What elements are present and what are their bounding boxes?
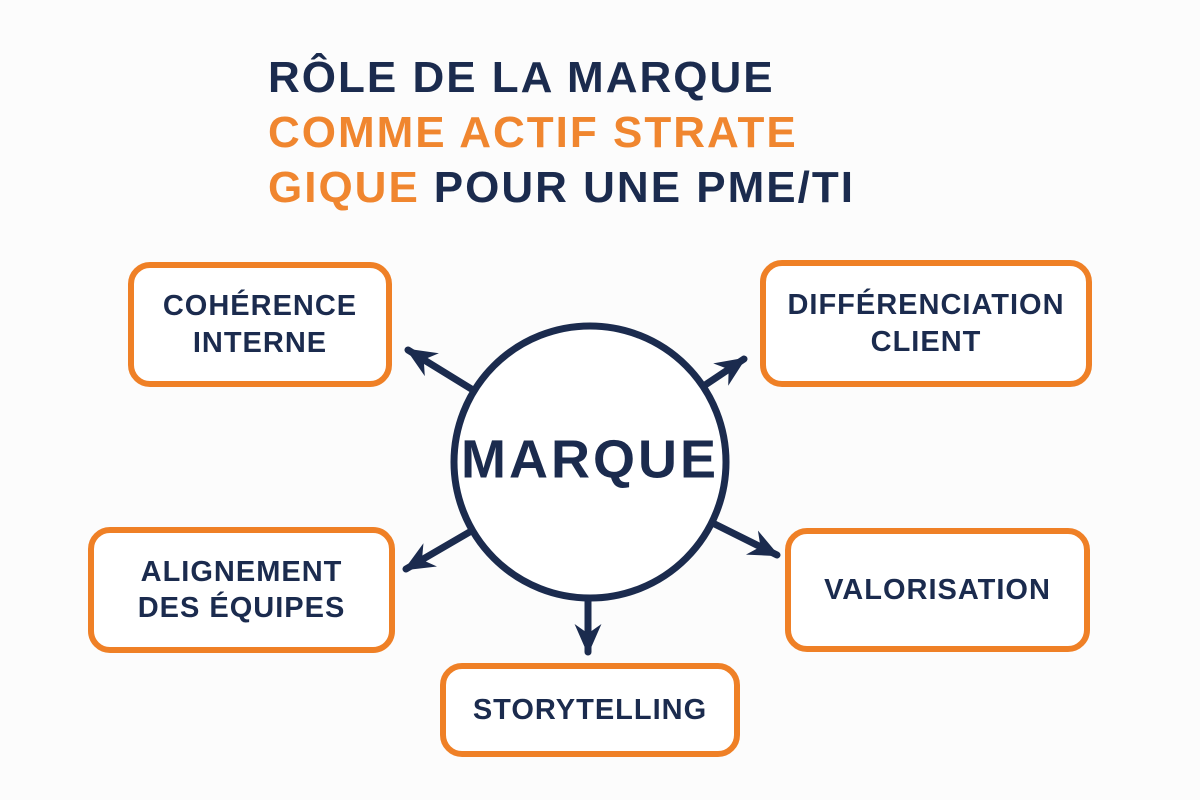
node-valorisation-label: VALORISATION: [824, 573, 1051, 606]
node-differenciation-client: DIFFÉRENCIATION CLIENT: [760, 260, 1092, 387]
title-line-2: COMME ACTIF STRATE: [268, 105, 855, 160]
node-valorisation: VALORISATION: [785, 528, 1090, 652]
title-line-2-text: COMME ACTIF STRATE: [268, 108, 798, 157]
title-line-1: RÔLE DE LA MARQUE: [268, 50, 855, 105]
title-line-3: GIQUE POUR UNE PME/TI: [268, 160, 855, 215]
node-alignement-des-equipes: ALIGNEMENT DES ÉQUIPES: [88, 527, 395, 653]
title-line-3-orange-text: GIQUE: [268, 163, 420, 212]
node-alignement-des-equipes-label: ALIGNEMENT DES ÉQUIPES: [137, 555, 346, 624]
node-coherence-interne: COHÉRENCE INTERNE: [128, 262, 392, 387]
center-node-label: MARQUE: [461, 429, 719, 490]
node-coherence-interne-label: COHÉRENCE INTERNE: [162, 290, 358, 359]
center-circle: [450, 322, 730, 602]
title-line-3-navy-text: POUR UNE PME/TI: [433, 163, 855, 212]
node-storytelling: STORYTELLING: [440, 663, 740, 757]
node-storytelling-label: STORYTELLING: [472, 693, 708, 726]
title-line-1-text: RÔLE DE LA MARQUE: [268, 53, 775, 102]
page-title: RÔLE DE LA MARQUE COMME ACTIF STRATE GIQ…: [268, 50, 855, 215]
node-differenciation-client-label: DIFFÉRENCIATION CLIENT: [787, 289, 1065, 358]
